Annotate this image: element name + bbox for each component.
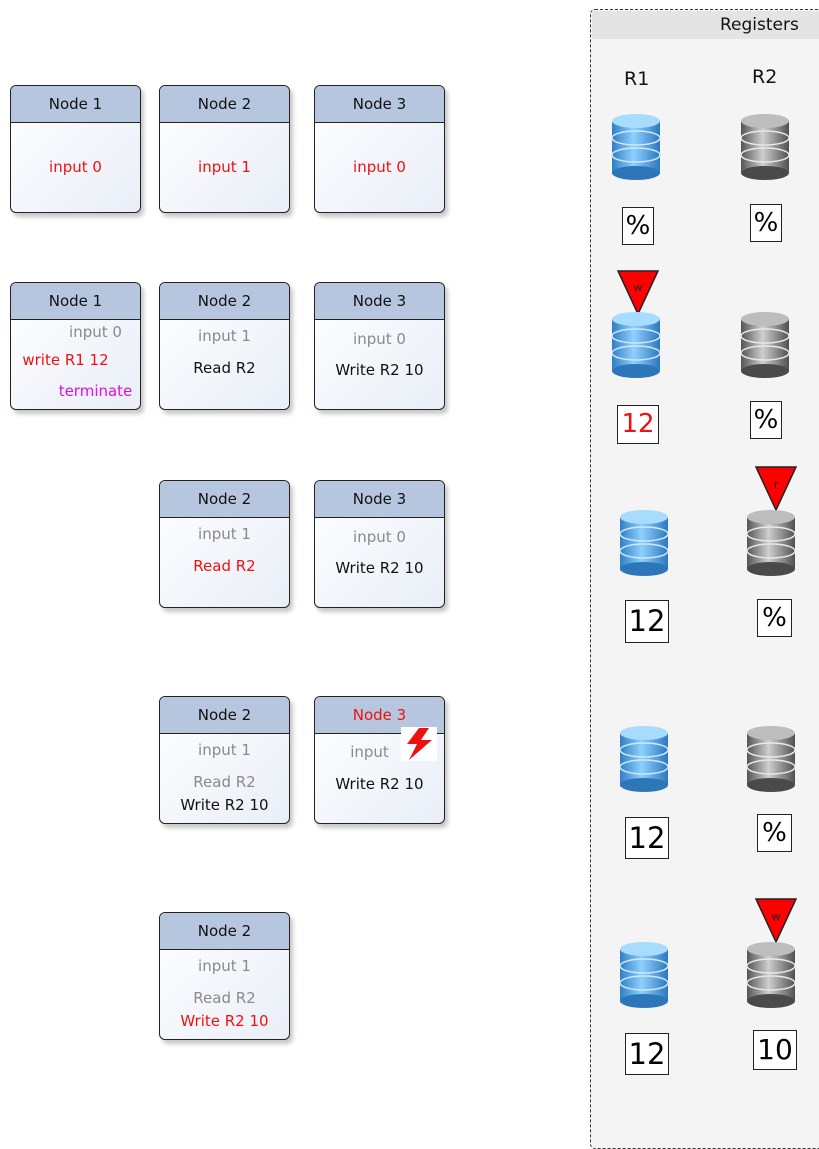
node-title: Node 3 [315, 697, 444, 734]
node-title: Node 3 [315, 86, 444, 123]
node-title: Node 1 [11, 86, 140, 123]
node-card: Node 3 input Write R2 10 [314, 696, 445, 824]
node-card: Node 3 input 0 [314, 85, 445, 213]
node-title: Node 2 [160, 697, 289, 734]
node-input: input 1 [198, 741, 251, 759]
node-card: Node 1 input 0 [10, 85, 141, 213]
register-r2-label: R2 [752, 66, 778, 88]
node-input: input 0 [69, 323, 122, 341]
register-r2-value: % [750, 401, 782, 439]
node-instruction: Write R2 10 [335, 559, 424, 577]
lightning-icon [401, 727, 437, 761]
register-r2-value: % [750, 204, 782, 242]
node-title: Node 3 [315, 283, 444, 320]
node-input: input 1 [198, 158, 251, 176]
register-r1-database-icon [619, 941, 669, 1009]
register-r2-database-icon [740, 113, 790, 181]
node-card: Node 2 input 1 Read R2 [159, 480, 290, 608]
register-r1-value: 12 [625, 1033, 669, 1075]
node-instruction: terminate [58, 382, 133, 400]
node-title: Node 2 [160, 86, 289, 123]
node-card: Node 2 input 1 Read R2 Write R2 10 [159, 912, 290, 1040]
node-instruction: write R1 12 [22, 351, 109, 369]
node-instruction: Read R2 [193, 359, 256, 377]
marker-label: r [774, 478, 779, 491]
register-r2-value: % [757, 599, 792, 637]
node-title: Node 2 [160, 283, 289, 320]
node-instruction: Write R2 10 [335, 361, 424, 379]
register-r1-database-icon [619, 725, 669, 793]
node-input: input 1 [198, 327, 251, 345]
node-input: input 0 [353, 528, 406, 546]
register-r2-database-icon [746, 509, 796, 577]
node-input: input 0 [49, 158, 102, 176]
marker-label: w [772, 910, 781, 923]
register-r1-database-icon [619, 509, 669, 577]
register-r1-label: R1 [624, 68, 650, 90]
node-instruction: Write R2 10 [180, 796, 269, 814]
node-input: input 0 [353, 158, 406, 176]
node-card: Node 2 input 1 Read R2 Write R2 10 [159, 696, 290, 824]
node-instruction: Read R2 [193, 989, 256, 1007]
node-title: Node 1 [11, 283, 140, 320]
node-card: Node 2 input 1 Read R2 [159, 282, 290, 410]
read-marker-icon: r [755, 466, 797, 512]
register-r1-value: 12 [625, 600, 669, 643]
register-r1-database-icon [611, 113, 661, 181]
node-instruction: Write R2 10 [335, 775, 424, 793]
node-input: input 1 [198, 525, 251, 543]
node-title: Node 3 [315, 481, 444, 518]
node-instruction: Read R2 [193, 773, 256, 791]
register-r1-value: % [622, 207, 654, 245]
node-card: Node 3 input 0 Write R2 10 [314, 480, 445, 608]
node-instruction: Write R2 10 [180, 1012, 269, 1030]
node-card: Node 3 input 0 Write R2 10 [314, 282, 445, 410]
node-title: Node 2 [160, 481, 289, 518]
node-title: Node 2 [160, 913, 289, 950]
register-r1-database-icon [611, 311, 661, 379]
registers-title: Registers [592, 11, 819, 39]
marker-label: w [634, 281, 643, 294]
register-r1-value: 12 [617, 405, 659, 444]
node-instruction: Read R2 [193, 557, 256, 575]
register-r2-database-icon [746, 725, 796, 793]
node-input: input 0 [353, 330, 406, 348]
register-r2-value: % [757, 814, 792, 852]
node-card: Node 2 input 1 [159, 85, 290, 213]
register-r2-database-icon [740, 311, 790, 379]
node-input: input [350, 743, 389, 761]
node-card: Node 1 input 0 write R1 12 terminate [10, 282, 141, 410]
register-r2-database-icon [746, 941, 796, 1009]
register-r2-value: 10 [753, 1030, 797, 1070]
write-marker-icon: w [617, 270, 659, 316]
register-r1-value: 12 [625, 817, 669, 859]
node-input: input 1 [198, 957, 251, 975]
write-marker-icon: w [755, 898, 797, 944]
